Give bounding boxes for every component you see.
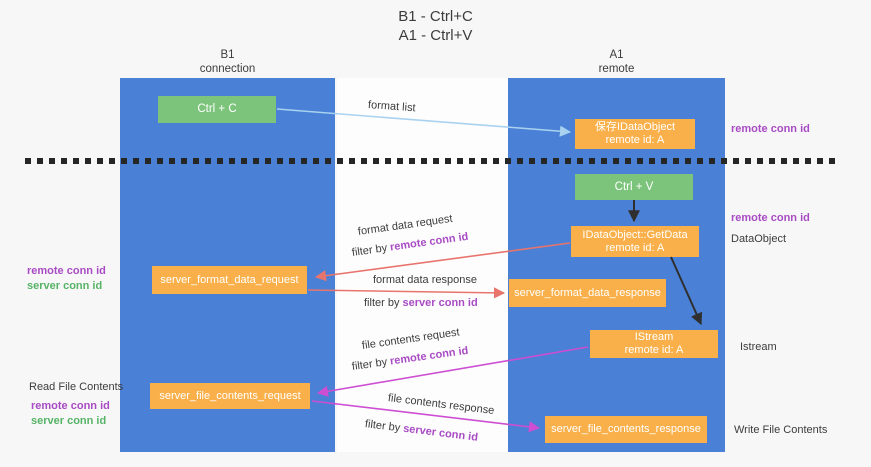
ctrl-v-box: Ctrl + V: [575, 174, 693, 200]
server-format-data-request-label: server_format_data_request: [160, 273, 299, 286]
save-dataobject-line1: 保存IDataObject: [594, 121, 676, 133]
istream-line2: remote id: A: [624, 344, 684, 356]
format-data-response-label: format data response: [373, 274, 477, 286]
save-dataobject-box: 保存IDataObject remote id: A: [575, 119, 695, 149]
server-file-contents-response-box: server_file_contents_response: [545, 416, 707, 443]
title-line-2: A1 - Ctrl+V: [398, 27, 473, 44]
right-remote-conn-id-mid: remote conn id: [731, 212, 810, 224]
left-conn-id-group-1: remote conn id server conn id: [27, 264, 106, 294]
server-file-contents-response-label: server_file_contents_response: [551, 423, 701, 435]
filter-by-server-1: filter by server conn id: [364, 297, 478, 309]
left-conn-id-group-2: remote conn id server conn id: [31, 399, 110, 429]
column-a1-name: A1: [609, 49, 624, 61]
ctrl-c-label: Ctrl + C: [197, 103, 237, 115]
left-remote-conn-id-1: remote conn id: [27, 265, 106, 277]
ctrl-v-label: Ctrl + V: [614, 180, 654, 193]
save-dataobject-line2: remote id: A: [605, 134, 665, 146]
filter-server-conn-id-1: server conn id: [402, 297, 478, 309]
getdata-line1: IDataObject::GetData: [582, 228, 688, 241]
left-remote-conn-id-2: remote conn id: [31, 400, 110, 412]
server-format-data-response-box: server_format_data_response: [509, 279, 666, 307]
title-line-1: B1 - Ctrl+C: [398, 8, 473, 25]
server-format-data-request-box: server_format_data_request: [152, 266, 307, 294]
ctrl-c-box: Ctrl + C: [158, 96, 276, 123]
session-separator-line: [25, 158, 838, 164]
write-file-contents-label: Write File Contents: [734, 424, 828, 436]
left-server-conn-id-1: server conn id: [27, 280, 103, 292]
server-file-contents-request-label: server_file_contents_request: [159, 389, 301, 402]
column-header-a1: A1 remote: [508, 49, 725, 76]
filter-by-text-2: filter by: [364, 297, 403, 309]
server-file-contents-request-box: server_file_contents_request: [150, 383, 310, 409]
left-server-conn-id-2: server conn id: [31, 415, 107, 427]
istream-line1: IStream: [634, 331, 674, 343]
istream-side-label: Istream: [740, 341, 777, 353]
column-b1-role: connection: [199, 62, 256, 75]
getdata-line2: remote id: A: [605, 241, 665, 254]
column-b1-name: B1: [220, 49, 235, 61]
read-file-contents-label: Read File Contents: [29, 381, 124, 393]
istream-box: IStream remote id: A: [590, 330, 718, 358]
diagram-title: B1 - Ctrl+C A1 - Ctrl+V: [0, 7, 871, 45]
column-header-b1: B1 connection: [120, 49, 335, 76]
dataobject-label: DataObject: [731, 233, 787, 245]
column-a1-role: remote: [598, 62, 635, 75]
server-format-data-response-label: server_format_data_response: [514, 286, 661, 299]
right-remote-conn-id-top: remote conn id: [731, 123, 810, 135]
getdata-box: IDataObject::GetData remote id: A: [571, 226, 699, 257]
